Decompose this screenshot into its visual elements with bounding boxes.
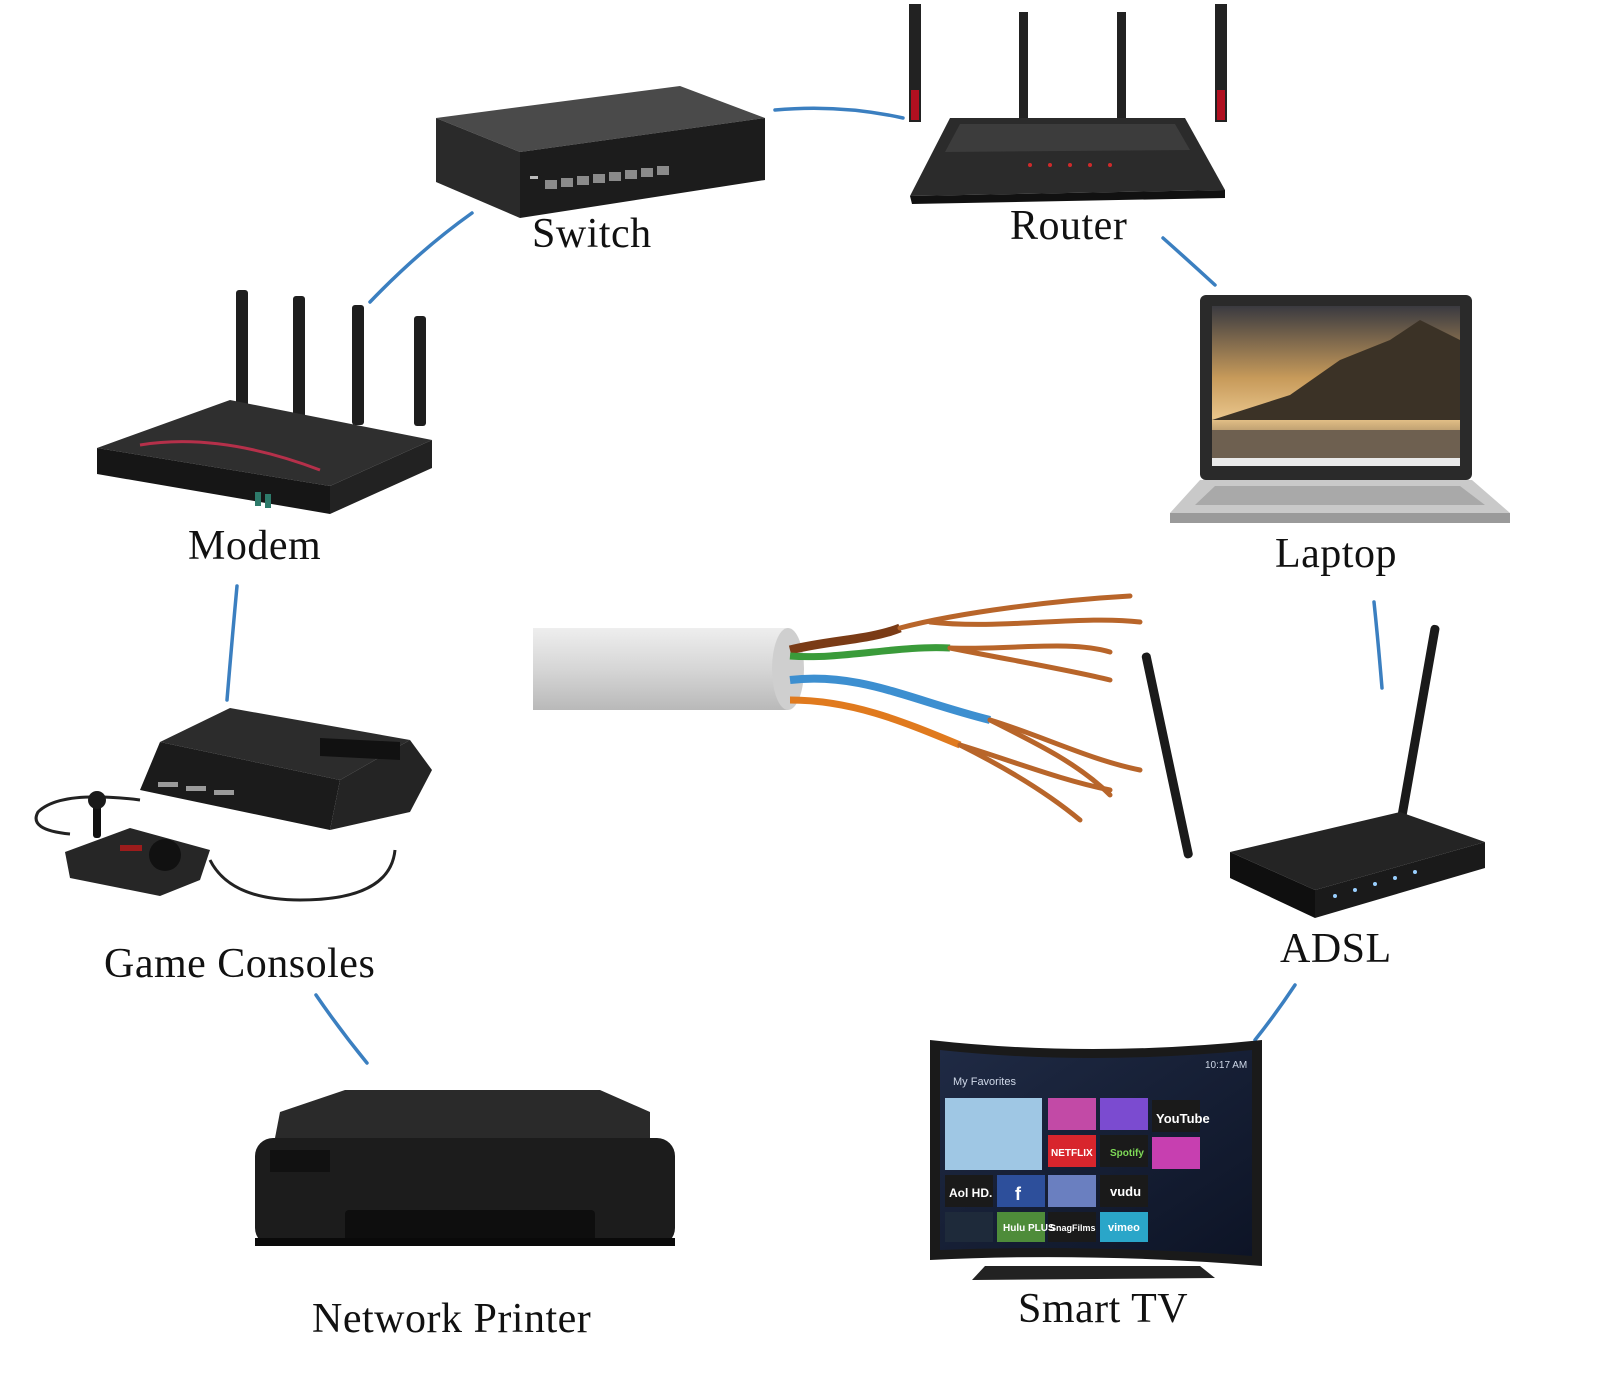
- label-adsl: ADSL: [1280, 926, 1392, 972]
- label-smart-tv: Smart TV: [1018, 1286, 1189, 1332]
- link-adsl-tv: [1253, 983, 1297, 1042]
- label-game-consoles: Game Consoles: [104, 941, 376, 987]
- adsl-router-icon: [1141, 624, 1485, 918]
- label-laptop: Laptop: [1275, 531, 1397, 577]
- switch-icon: [436, 86, 765, 218]
- utp-cable-icon: [533, 593, 1143, 823]
- link-switch-router: [773, 106, 905, 120]
- label-modem: Modem: [188, 523, 322, 569]
- link-modem-switch: [368, 211, 474, 304]
- router-icon: [909, 4, 1227, 204]
- tv-app-vudu: vudu: [1110, 1184, 1141, 1199]
- tv-app-tiles: [945, 1098, 1200, 1242]
- game-console-icon: [34, 708, 432, 902]
- laptop-icon: [1170, 295, 1510, 523]
- tv-app-snagfilms: SnagFilms: [1050, 1223, 1096, 1233]
- tv-clock-text: 10:17 AM: [1205, 1060, 1247, 1071]
- link-router-laptop: [1161, 236, 1217, 287]
- tv-app-aol: Aol HD.: [949, 1186, 992, 1200]
- link-laptop-adsl: [1372, 600, 1384, 690]
- tv-app-youtube: YouTube: [1156, 1111, 1210, 1126]
- modem-icon: [97, 290, 432, 514]
- label-network-printer: Network Printer: [312, 1296, 592, 1342]
- smart-tv-icon: My Favorites 10:17 AM YouTube NETFLIX Sp…: [930, 1040, 1262, 1280]
- tv-header-text: My Favorites: [953, 1076, 1016, 1088]
- tv-app-netflix: NETFLIX: [1051, 1148, 1093, 1159]
- tv-app-vimeo: vimeo: [1108, 1222, 1140, 1234]
- tv-app-facebook: f: [1015, 1184, 1022, 1204]
- connection-lines: [225, 106, 1384, 1065]
- label-router: Router: [1010, 203, 1128, 249]
- tv-app-spotify: Spotify: [1110, 1148, 1144, 1159]
- printer-icon: [255, 1090, 675, 1246]
- tv-app-hulu: Hulu PLUS: [1003, 1223, 1055, 1234]
- link-modem-console: [225, 584, 239, 702]
- link-console-printer: [314, 993, 369, 1065]
- label-switch: Switch: [532, 211, 652, 257]
